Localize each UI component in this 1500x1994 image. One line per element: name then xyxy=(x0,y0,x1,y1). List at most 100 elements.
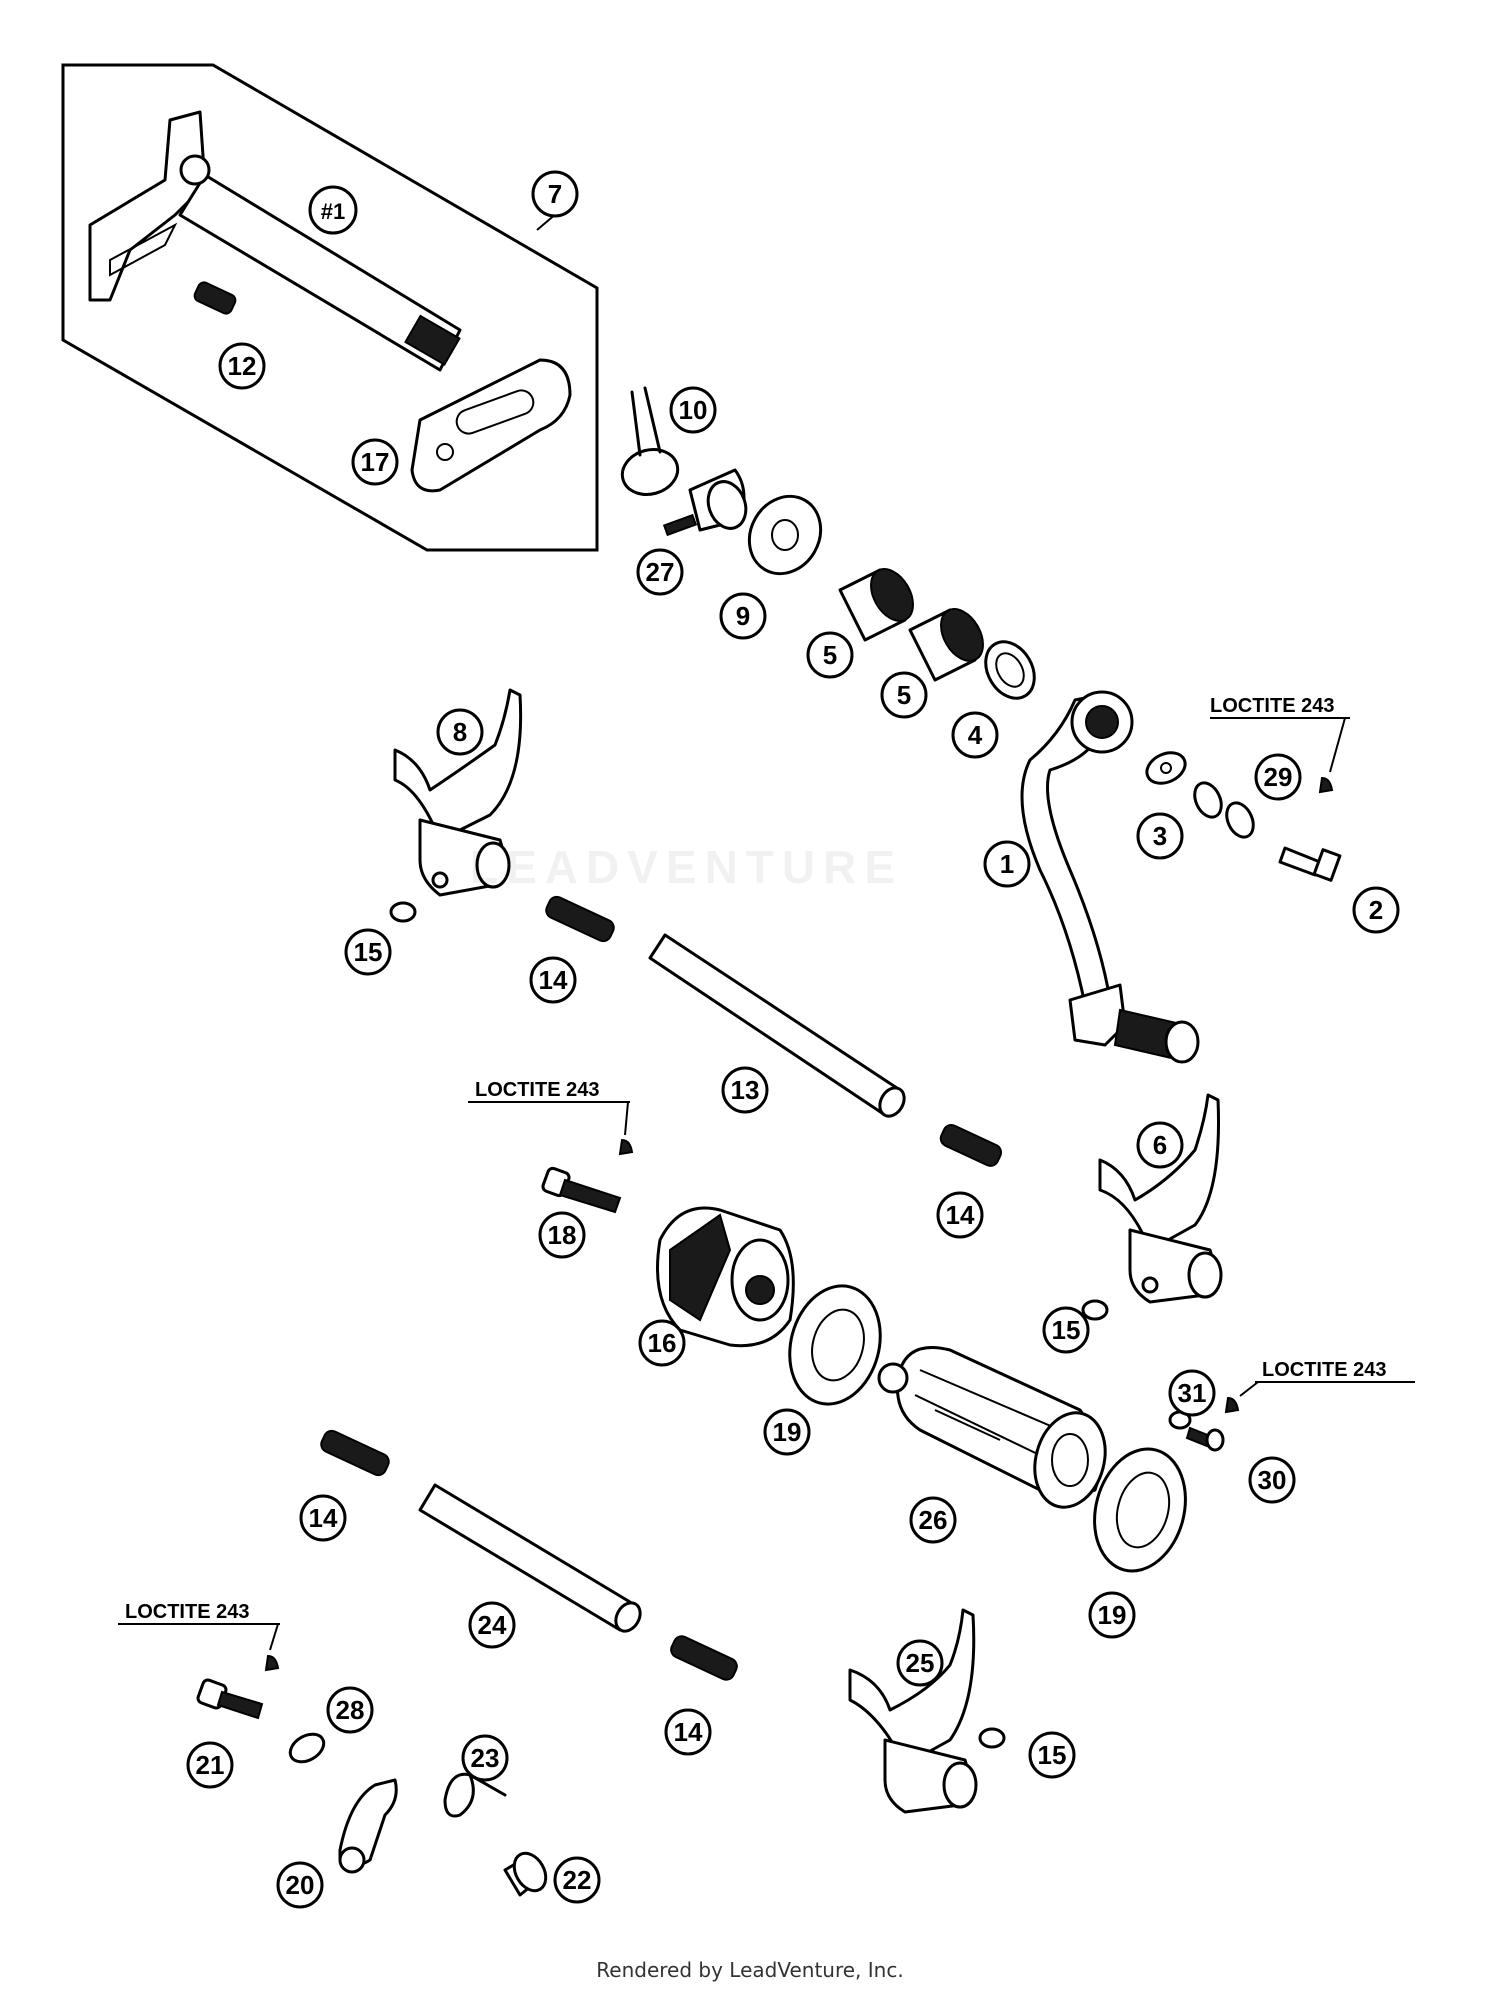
svg-text:14: 14 xyxy=(946,1200,975,1230)
shift-lever xyxy=(1020,690,1200,1064)
svg-text:14: 14 xyxy=(309,1503,338,1533)
callout-10: 10 xyxy=(669,386,717,434)
callout-24: 24 xyxy=(468,1601,516,1649)
svg-text:5: 5 xyxy=(823,640,837,670)
svg-text:15: 15 xyxy=(354,937,383,967)
svg-text:16: 16 xyxy=(648,1328,677,1358)
callout-1: 1 xyxy=(983,840,1031,888)
svg-text:19: 19 xyxy=(1098,1600,1127,1630)
svg-text:10: 10 xyxy=(679,395,708,425)
pin-15-b xyxy=(1081,1299,1109,1321)
shift-fork-25 xyxy=(848,1608,978,1814)
svg-text:8: 8 xyxy=(453,717,467,747)
spring-14-a xyxy=(545,895,615,943)
callout-20: 20 xyxy=(276,1861,324,1909)
svg-text:18: 18 xyxy=(548,1220,577,1250)
bolt-21 xyxy=(196,1654,280,1720)
svg-text:25: 25 xyxy=(906,1648,935,1678)
callout-hash1: #1 xyxy=(308,185,358,235)
svg-text:15: 15 xyxy=(1052,1315,1081,1345)
svg-text:9: 9 xyxy=(736,601,750,631)
callout-13: 13 xyxy=(721,1066,769,1114)
shift-drum-star xyxy=(656,1206,795,1348)
svg-text:31: 31 xyxy=(1178,1378,1207,1408)
svg-text:15: 15 xyxy=(1038,1740,1067,1770)
callout-17: 17 xyxy=(351,438,399,486)
callout-14-b: 14 xyxy=(936,1191,984,1239)
bolt-18 xyxy=(541,1138,634,1214)
parts-top-row xyxy=(620,386,1036,700)
callout-14-d: 14 xyxy=(664,1708,712,1756)
callout-3: 3 xyxy=(1136,812,1184,860)
svg-text:7: 7 xyxy=(548,179,562,209)
washer-28 xyxy=(288,1732,326,1764)
roller-22 xyxy=(503,1851,548,1897)
svg-text:3: 3 xyxy=(1153,821,1167,851)
callout-7: 7 xyxy=(531,170,579,218)
svg-text:20: 20 xyxy=(286,1870,315,1900)
svg-text:14: 14 xyxy=(539,965,568,995)
pin-15-c xyxy=(978,1727,1006,1749)
svg-text:21: 21 xyxy=(196,1750,225,1780)
svg-text:30: 30 xyxy=(1258,1465,1287,1495)
lever-hardware xyxy=(1145,751,1342,882)
svg-text:4: 4 xyxy=(968,720,983,750)
callout-15-c: 15 xyxy=(1028,1731,1076,1779)
callout-30: 30 xyxy=(1248,1456,1296,1504)
shift-drum xyxy=(877,1346,1107,1509)
svg-text:5: 5 xyxy=(897,680,911,710)
svg-text:29: 29 xyxy=(1264,762,1293,792)
callout-18: 18 xyxy=(538,1211,586,1259)
svg-text:22: 22 xyxy=(563,1865,592,1895)
callout-25: 25 xyxy=(896,1639,944,1687)
svg-text:LOCTITE 243: LOCTITE 243 xyxy=(1210,695,1334,717)
svg-text:1: 1 xyxy=(1000,849,1014,879)
rod-24 xyxy=(418,1483,642,1633)
callout-15-b: 15 xyxy=(1042,1306,1090,1354)
callout-9: 9 xyxy=(719,592,767,640)
svg-text:28: 28 xyxy=(336,1695,365,1725)
shift-fork-8 xyxy=(393,688,523,897)
shift-fork-6 xyxy=(1098,1093,1223,1304)
callout-19-b: 19 xyxy=(1088,1591,1136,1639)
shift-shaft-inset xyxy=(61,63,599,552)
callout-19-a: 19 xyxy=(763,1408,811,1456)
svg-text:LOCTITE 243: LOCTITE 243 xyxy=(125,1601,249,1623)
svg-text:26: 26 xyxy=(919,1505,948,1535)
spring-14-c xyxy=(320,1429,390,1477)
callout-22: 22 xyxy=(553,1856,601,1904)
loctite-label-3: LOCTITE 243 xyxy=(1239,1359,1415,1397)
callout-16: 16 xyxy=(638,1319,686,1367)
bearing-19-b xyxy=(1093,1447,1187,1573)
svg-text:LOCTITE 243: LOCTITE 243 xyxy=(1262,1359,1386,1381)
callout-4: 4 xyxy=(951,711,999,759)
callout-2: 2 xyxy=(1352,886,1400,934)
svg-text:6: 6 xyxy=(1153,1130,1167,1160)
svg-text:14: 14 xyxy=(674,1717,703,1747)
svg-text:23: 23 xyxy=(471,1743,500,1773)
callout-21: 21 xyxy=(186,1741,234,1789)
loctite-label-1: LOCTITE 243 xyxy=(1210,695,1350,773)
rod-13 xyxy=(648,933,906,1118)
callout-23: 23 xyxy=(461,1734,509,1782)
svg-text:19: 19 xyxy=(773,1417,802,1447)
detent-lever-20 xyxy=(338,1778,398,1874)
bearing-19-a xyxy=(788,1284,882,1406)
loctite-label-4: LOCTITE 243 xyxy=(118,1601,280,1651)
callout-8: 8 xyxy=(436,708,484,756)
callout-6: 6 xyxy=(1136,1121,1184,1169)
watermark: LEADVENTURE xyxy=(470,841,904,893)
footer-credit: Rendered by LeadVenture, Inc. xyxy=(596,1958,904,1982)
callout-28: 28 xyxy=(326,1686,374,1734)
callout-31: 31 xyxy=(1168,1369,1216,1417)
callout-26: 26 xyxy=(909,1496,957,1544)
callout-14-a: 14 xyxy=(529,956,577,1004)
svg-text:#1: #1 xyxy=(321,199,345,224)
callout-29: 29 xyxy=(1254,753,1302,801)
svg-text:27: 27 xyxy=(646,557,675,587)
svg-text:LOCTITE 243: LOCTITE 243 xyxy=(475,1079,599,1101)
spring-14-d xyxy=(670,1635,738,1681)
callout-14-c: 14 xyxy=(299,1494,347,1542)
loctite-label-2: LOCTITE 243 xyxy=(468,1079,630,1136)
